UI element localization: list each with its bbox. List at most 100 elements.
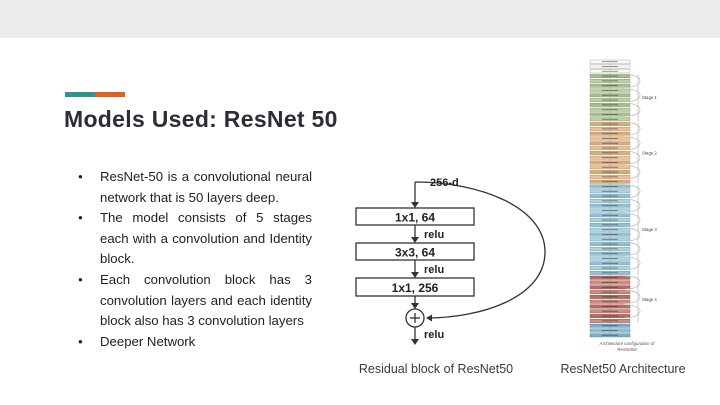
residual-block-figure: 256-d 1x1, 64 3x3, 64 1x1, 256 relu relu…	[345, 162, 560, 352]
arch-block-text	[602, 66, 618, 67]
arch-block-text	[602, 142, 618, 144]
conv-box-3x3-64	[355, 242, 475, 261]
arch-block-text	[602, 94, 618, 96]
arch-block-text	[602, 195, 618, 197]
conv-label-2: 3x3, 64	[395, 246, 435, 260]
stage-label: Stage 3	[642, 227, 657, 232]
arch-block-text	[602, 267, 618, 269]
arch-block-text	[602, 70, 618, 72]
skip-arc	[624, 227, 641, 242]
arch-block-text	[602, 286, 618, 288]
arch-block-text	[602, 291, 618, 293]
arch-block-text	[602, 147, 618, 149]
arch-block-text	[602, 200, 618, 202]
architecture-footnote: Architecture configuration of	[599, 341, 655, 346]
arch-block-text	[602, 253, 618, 255]
stage-label: Stage 4	[642, 297, 657, 302]
arch-block-text	[602, 75, 618, 77]
arch-block-text	[602, 277, 618, 279]
arch-block-text	[602, 186, 618, 187]
bullet-list: ● ResNet-50 is a convolutional neural net…	[78, 167, 312, 352]
bullet-item: ●The model consists of 5 stages each wit…	[78, 208, 312, 270]
arch-block-text	[602, 152, 618, 154]
skip-arc	[624, 122, 641, 136]
arch-block-text	[602, 296, 618, 298]
skip-arc	[624, 275, 641, 290]
bullet-item: ●ResNet-50 is a convolutional neural net…	[78, 167, 312, 208]
arch-block-text	[602, 301, 618, 303]
bullet-text: ResNet-50 is a convolutional neural netw…	[100, 169, 312, 205]
arch-block-text	[602, 258, 618, 259]
relu-label-3: relu	[424, 329, 444, 341]
architecture-caption: ResNet50 Architecture	[560, 362, 686, 376]
relu-label-1: relu	[424, 229, 444, 241]
arch-block-text	[602, 114, 618, 115]
plus-icon	[410, 313, 420, 323]
skip-arc	[624, 74, 641, 88]
top-band	[0, 0, 720, 38]
arch-block-text	[602, 234, 618, 235]
arch-block-text	[602, 310, 618, 312]
arch-block-text	[602, 133, 618, 135]
conv-label-1: 1x1, 64	[395, 211, 435, 225]
bullet-text: Each convolution block has 3 convolution…	[100, 271, 312, 329]
architecture-footnote: ResNet50	[617, 347, 637, 352]
arch-block-text	[602, 282, 618, 283]
skip-connection-curve	[414, 181, 546, 319]
bullet-marker-icon: ●	[78, 213, 83, 223]
arch-block-text	[602, 80, 618, 82]
arch-block-text	[602, 171, 618, 173]
arch-block-text	[602, 162, 618, 163]
accent-bar	[65, 92, 125, 97]
skip-arc	[624, 136, 641, 151]
skip-arc	[624, 290, 641, 304]
residual-caption: Residual block of ResNet50	[358, 362, 514, 376]
conv-label-3: 1x1, 256	[392, 281, 439, 295]
arch-block-text	[602, 320, 618, 322]
relu-label-2: relu	[424, 264, 444, 276]
skip-arc	[624, 198, 641, 213]
bullet-item: ● Deeper Network	[78, 332, 312, 353]
arch-block-text	[602, 334, 618, 336]
bullet-text: Deeper Network	[100, 333, 196, 349]
arch-block-text	[602, 238, 618, 240]
arch-block-text	[602, 272, 618, 274]
skip-arc	[624, 304, 641, 319]
arch-block-text	[602, 61, 618, 63]
skip-arc	[624, 256, 641, 271]
accent-bar-orange	[95, 92, 125, 97]
arch-block-text	[602, 123, 618, 125]
arch-block-text	[602, 325, 618, 327]
arch-block-text	[602, 262, 618, 264]
input-dim-label: 256-d	[430, 177, 459, 189]
accent-bar-teal	[65, 92, 95, 97]
arch-block-text	[602, 205, 618, 207]
arch-block-text	[602, 157, 618, 159]
arch-block-text	[602, 181, 618, 183]
arch-block-text	[602, 104, 618, 106]
residual-block-diagram: 256-d 1x1, 64 3x3, 64 1x1, 256 relu relu…	[355, 177, 546, 345]
skip-arc	[624, 242, 641, 256]
arch-block-text	[602, 90, 618, 91]
arch-block-text	[602, 330, 618, 331]
skip-arc	[624, 88, 641, 103]
arch-block-text	[602, 248, 618, 250]
skip-arc	[624, 184, 641, 199]
arch-block-text	[602, 109, 618, 111]
bullet-marker-icon: ●	[78, 336, 83, 346]
arch-block-text	[602, 210, 618, 211]
skip-arc	[624, 165, 641, 179]
skip-arc	[624, 102, 641, 117]
arch-block-text	[602, 214, 618, 216]
arch-block-text	[602, 243, 618, 245]
arch-block-text	[602, 315, 618, 317]
arch-block-text	[602, 229, 618, 231]
arrowheads	[411, 202, 432, 345]
bullet-item: ● Each convolution block has 3 convolutio…	[78, 270, 312, 332]
stage-label: Stage 1	[642, 95, 657, 100]
arch-block-text	[602, 166, 618, 168]
bullet-marker-icon: ●	[78, 274, 83, 284]
